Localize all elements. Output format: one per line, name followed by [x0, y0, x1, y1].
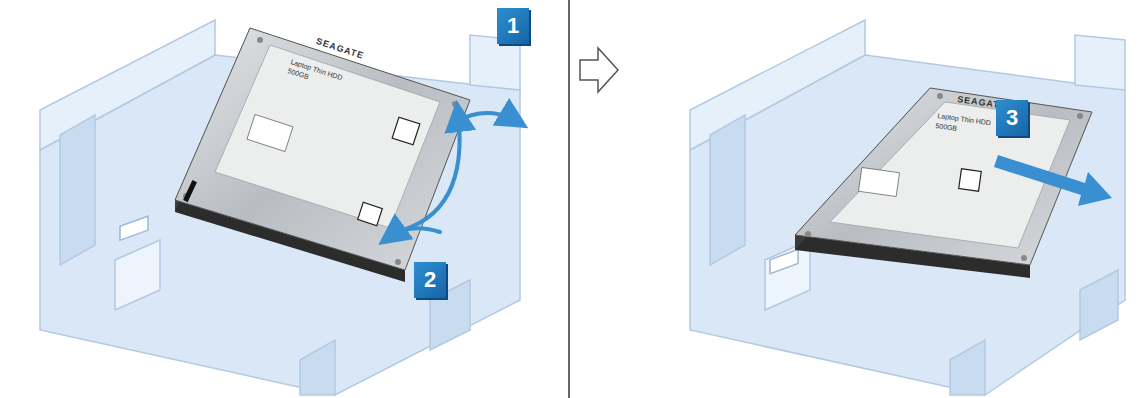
callout-number: 1 [497, 8, 529, 44]
hard-drive [175, 28, 470, 282]
motion-arrows [388, 112, 518, 238]
step-arrow [580, 48, 618, 92]
panel-divider [568, 0, 570, 398]
callout-number: 3 [996, 100, 1028, 136]
callout-number: 2 [414, 262, 446, 298]
drive-bracket [690, 20, 1125, 395]
drive-bracket [40, 20, 520, 395]
slide-arrow [994, 155, 1112, 206]
